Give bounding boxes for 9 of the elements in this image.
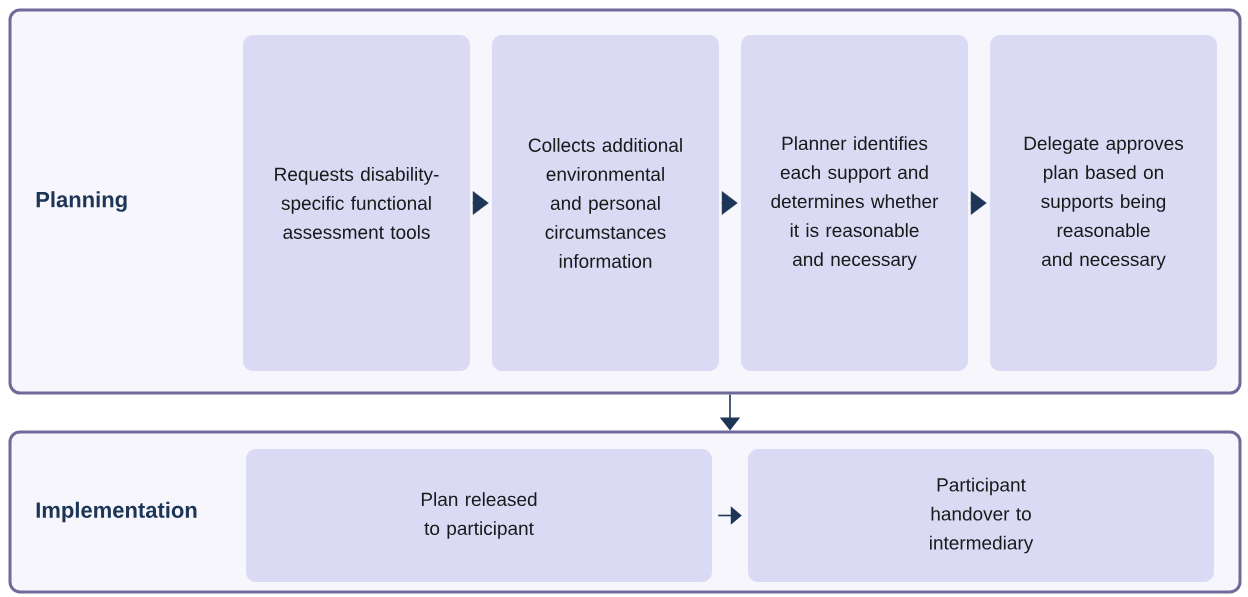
process-box: Delegate approves plan based on supports being reasonable and necessary: [990, 35, 1217, 371]
process-box: Participant handover to intermediary: [748, 449, 1214, 582]
process-box: Requests disability-specific functional assessment tools: [243, 35, 470, 371]
arrow: [471, 191, 489, 215]
arrow: [969, 191, 987, 215]
process-box: Collects additional environmental and personal circumstances information: [492, 35, 719, 371]
process-box: Plan released to participant: [246, 449, 712, 582]
process-box: Planner identifies each support and determines whether it is reasonable and necessary: [741, 35, 968, 371]
arrow: [720, 191, 738, 215]
